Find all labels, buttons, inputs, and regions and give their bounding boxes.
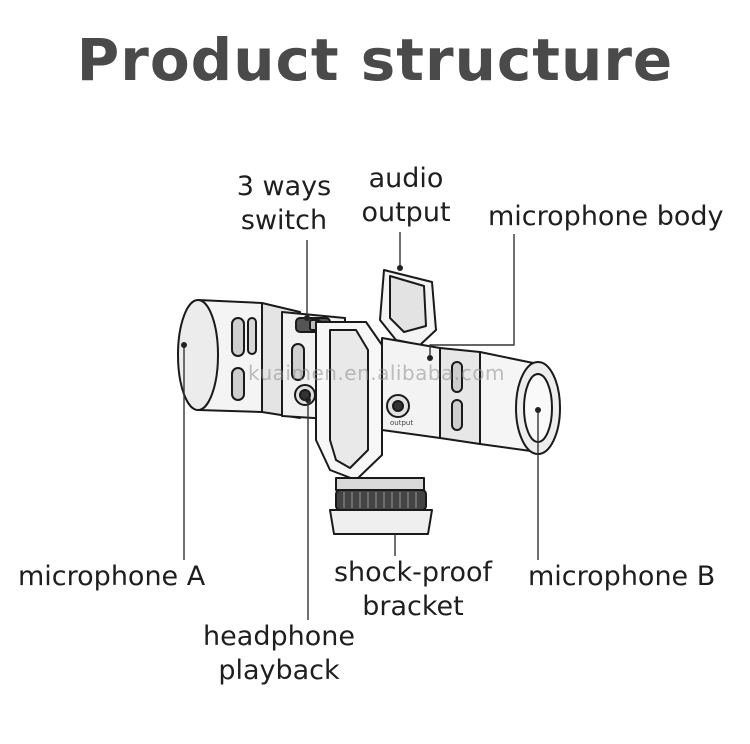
label-3-ways-switch: 3 ways switch <box>232 170 336 238</box>
label-headphone-playback: headphone playback <box>198 620 360 688</box>
label-line: 3 ways <box>236 171 332 202</box>
page-title: Product structure <box>76 26 674 94</box>
watermark: kuaimen.en.alibaba.com <box>248 361 505 385</box>
label-line: headphone <box>203 621 355 652</box>
label-microphone-body: microphone body <box>488 201 724 232</box>
label-line: audio <box>368 163 444 194</box>
label-microphone-a: microphone A <box>18 561 206 592</box>
label-microphone-b: microphone B <box>528 561 716 592</box>
label-line: playback <box>218 655 340 686</box>
label-line: switch <box>240 205 328 236</box>
label-line: bracket <box>362 591 464 622</box>
label-line: shock-proof <box>333 557 493 588</box>
label-line: output <box>361 197 451 228</box>
shock-mount <box>315 269 437 535</box>
headphone-jack <box>294 384 316 406</box>
microphone-b-capsule <box>381 337 561 455</box>
jack-caption: output <box>390 419 413 427</box>
leader-lines <box>183 232 539 620</box>
label-audio-output: audio output <box>354 162 458 230</box>
label-shock-proof-bracket: shock-proof bracket <box>328 556 498 624</box>
